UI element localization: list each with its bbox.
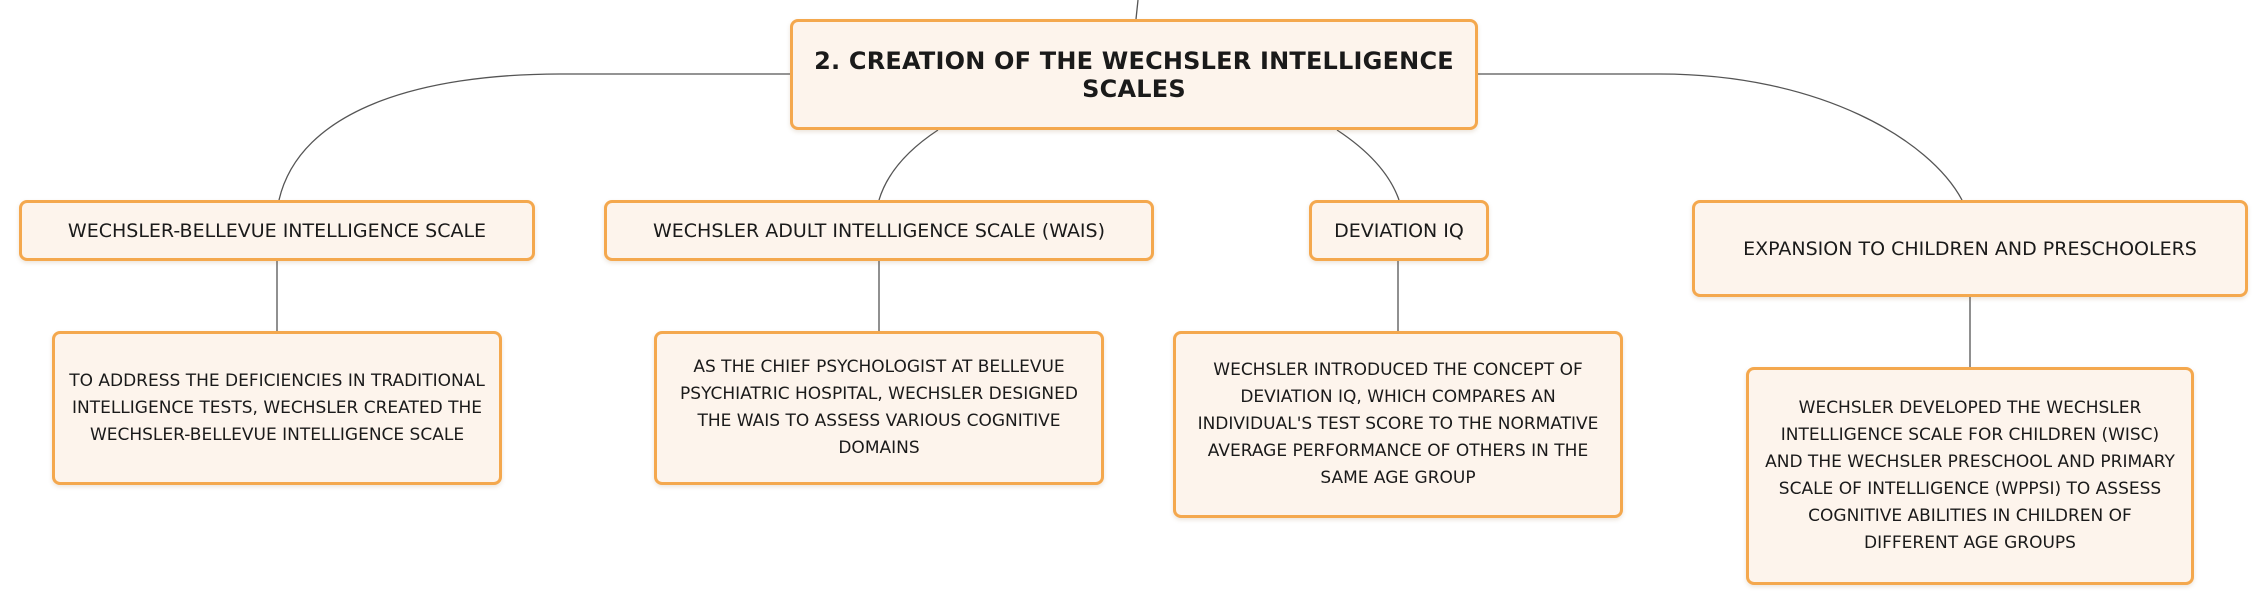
detail-node-wais[interactable]: AS THE CHIEF PSYCHOLOGIST AT BELLEVUE PS… [654,331,1104,485]
detail-node-expansion-children[interactable]: WECHSLER DEVELOPED THE WECHSLER INTELLIG… [1746,367,2194,585]
branch-label: EXPANSION TO CHILDREN AND PRESCHOOLERS [1743,237,2197,260]
branch-node-wais[interactable]: WECHSLER ADULT INTELLIGENCE SCALE (WAIS) [604,200,1154,261]
connector-parent-root [1135,0,1139,20]
branch-node-expansion-children[interactable]: EXPANSION TO CHILDREN AND PRESCHOOLERS [1692,200,2248,297]
branch-label: DEVIATION IQ [1334,219,1464,242]
branch-node-deviation-iq[interactable]: DEVIATION IQ [1309,200,1489,261]
connector-root-branch-1 [278,73,790,201]
branch-label: WECHSLER-BELLEVUE INTELLIGENCE SCALE [67,219,487,242]
detail-node-deviation-iq[interactable]: WECHSLER INTRODUCED THE CONCEPT OF DEVIA… [1173,331,1623,518]
detail-text: TO ADDRESS THE DEFICIENCIES IN TRADITION… [69,370,485,445]
detail-text: WECHSLER INTRODUCED THE CONCEPT OF DEVIA… [1197,360,1599,488]
connector-root-branch-2 [878,129,939,201]
root-topic-label: 2. CREATION OF THE WECHSLER INTELLIGENCE… [814,46,1454,103]
detail-text: WECHSLER DEVELOPED THE WECHSLER INTELLIG… [1765,398,2175,553]
connector-root-branch-4 [1478,73,1963,201]
root-topic-node[interactable]: 2. CREATION OF THE WECHSLER INTELLIGENCE… [790,19,1478,130]
branch-node-wechsler-bellevue[interactable]: WECHSLER-BELLEVUE INTELLIGENCE SCALE [19,200,535,261]
detail-text: AS THE CHIEF PSYCHOLOGIST AT BELLEVUE PS… [680,357,1078,458]
detail-node-wechsler-bellevue[interactable]: TO ADDRESS THE DEFICIENCIES IN TRADITION… [52,331,502,485]
connector-root-branch-3 [1336,129,1400,201]
branch-label: WECHSLER ADULT INTELLIGENCE SCALE (WAIS) [652,219,1106,242]
